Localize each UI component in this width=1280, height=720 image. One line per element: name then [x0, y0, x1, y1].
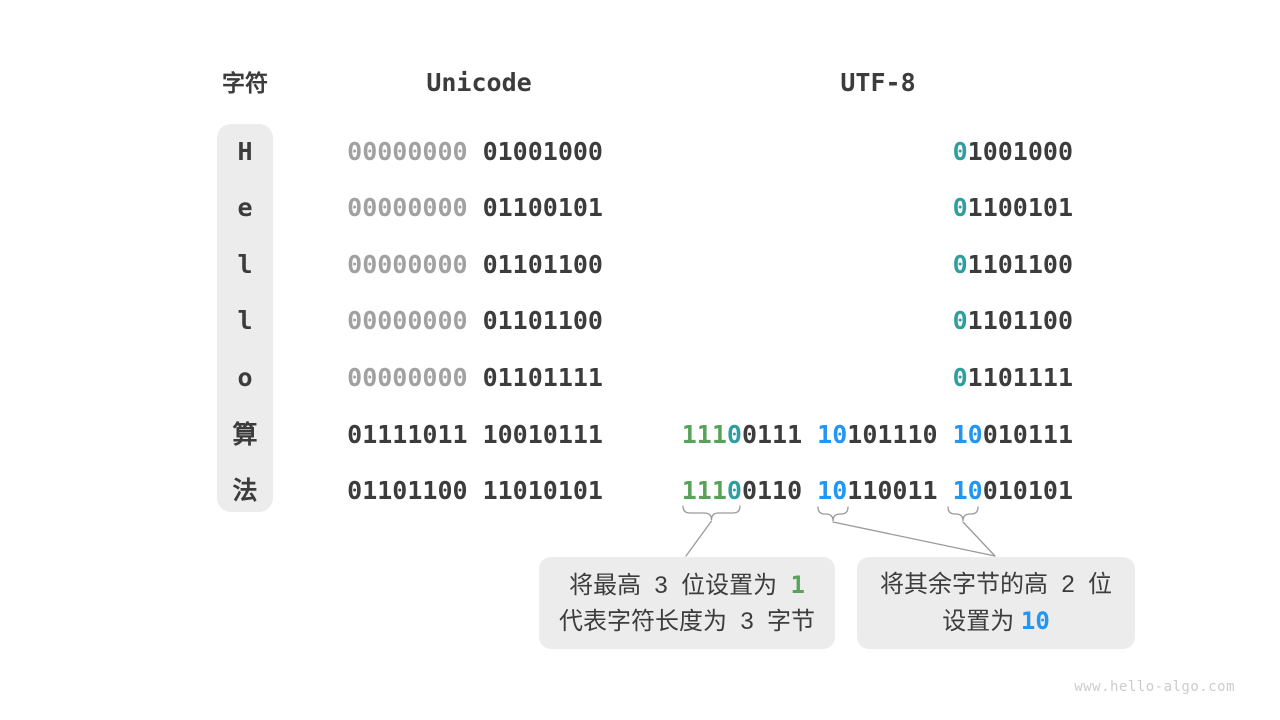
column-header-character: 字符 — [222, 70, 268, 96]
utf8-continuation-prefix: 10 — [952, 476, 983, 505]
unicode-high-byte: 00000000 — [347, 137, 468, 166]
underbrace-length-bits — [682, 505, 741, 521]
unicode-low-byte: 01101111 — [482, 363, 603, 392]
utf8-byte-1: 11100111 — [682, 420, 802, 450]
unicode-value: 00000000 01101111 — [347, 363, 603, 393]
unicode-low-byte: 01101100 — [482, 250, 603, 279]
utf8-data-bits: 101110 — [847, 420, 938, 449]
utf8-lead-bit: 0 — [952, 306, 968, 335]
callout-continuation-bits: 将其余字节的高 2 位 设置为 10 — [857, 557, 1135, 649]
unicode-low-byte: 10010111 — [482, 420, 603, 449]
highlight-one: 1 — [790, 571, 805, 599]
char-cell: 算 — [232, 420, 258, 449]
callout-line: 设置为 10 — [857, 603, 1135, 640]
char-cell: l — [237, 250, 253, 279]
utf8-terminator-bit: 0 — [726, 420, 742, 449]
unicode-low-byte: 01001000 — [482, 137, 603, 166]
utf8-lead-bit: 0 — [952, 363, 968, 392]
utf8-lead-bit: 0 — [952, 250, 968, 279]
unicode-low-byte: 11010101 — [482, 476, 603, 505]
utf8-byte: 01101100 — [953, 250, 1073, 280]
utf8-data-bits: 010101 — [982, 476, 1073, 505]
connector-line-mid — [832, 521, 996, 557]
utf8-length-bits: 111 — [681, 420, 727, 449]
unicode-low-byte: 01100101 — [482, 193, 603, 222]
utf8-value: 01001000 — [953, 137, 1073, 167]
unicode-high-byte: 01111011 — [347, 420, 468, 449]
char-cell: H — [237, 137, 253, 166]
unicode-value: 00000000 01001000 — [347, 137, 603, 167]
callout-text: 将其余字节的高 2 位 — [879, 571, 1113, 598]
character-column-box — [217, 124, 273, 512]
utf8-byte: 01101111 — [953, 363, 1073, 393]
utf8-byte: 01001000 — [953, 137, 1073, 167]
utf8-byte: 01100101 — [953, 193, 1073, 223]
connector-line-left — [685, 520, 713, 557]
utf8-data-bits: 1101100 — [967, 250, 1073, 279]
unicode-value: 00000000 01101100 — [347, 306, 603, 336]
unicode-high-byte: 01101100 — [347, 476, 468, 505]
unicode-high-byte: 00000000 — [347, 250, 468, 279]
unicode-high-byte: 00000000 — [347, 306, 468, 335]
utf8-lead-bit: 0 — [952, 193, 968, 222]
unicode-value: 01111011 10010111 — [347, 420, 603, 450]
utf8-terminator-bit: 0 — [726, 476, 742, 505]
callout-line: 代表字符长度为 3 字节 — [539, 604, 835, 640]
utf8-data-bits: 0111 — [741, 420, 803, 449]
utf8-byte-2: 10110011 — [817, 476, 937, 506]
utf8-data-bits: 1101100 — [967, 306, 1073, 335]
utf8-value: 01100101 — [953, 193, 1073, 223]
utf8-data-bits: 1100101 — [967, 193, 1073, 222]
unicode-high-byte: 00000000 — [347, 363, 468, 392]
utf8-data-bits: 1101111 — [967, 363, 1073, 392]
utf8-data-bits: 010111 — [982, 420, 1073, 449]
utf8-value: 01101100 — [953, 250, 1073, 280]
callout-text: 设置为 — [942, 608, 1021, 635]
watermark-url: www.hello-algo.com — [1074, 679, 1235, 695]
char-cell: e — [237, 193, 253, 222]
callout-text: 将最高 3 位设置为 — [569, 572, 791, 599]
char-cell: l — [237, 306, 253, 335]
utf8-byte-1: 11100110 — [682, 476, 802, 506]
utf8-value: 01101111 — [953, 363, 1073, 393]
callout-text: 代表字符长度为 3 字节 — [558, 608, 816, 635]
column-header-utf8: UTF-8 — [840, 68, 916, 97]
connector-line-right — [962, 521, 996, 557]
utf8-continuation-prefix: 10 — [817, 420, 848, 449]
utf8-byte-3: 10010101 — [953, 476, 1073, 506]
char-cell: 法 — [232, 476, 258, 505]
callout-line: 将最高 3 位设置为 1 — [539, 567, 835, 604]
utf8-byte-3: 10010111 — [953, 420, 1073, 450]
utf8-continuation-prefix: 10 — [817, 476, 848, 505]
utf8-lead-bit: 0 — [952, 137, 968, 166]
utf8-byte-2: 10101110 — [817, 420, 937, 450]
utf8-byte: 01101100 — [953, 306, 1073, 336]
unicode-high-byte: 00000000 — [347, 193, 468, 222]
utf8-length-bits: 111 — [681, 476, 727, 505]
unicode-value: 00000000 01101100 — [347, 250, 603, 280]
callout-high-bits: 将最高 3 位设置为 1 代表字符长度为 3 字节 — [539, 557, 835, 649]
utf8-data-bits: 110011 — [847, 476, 938, 505]
utf8-data-bits: 1001000 — [967, 137, 1073, 166]
column-header-unicode: Unicode — [426, 68, 532, 97]
utf8-continuation-prefix: 10 — [952, 420, 983, 449]
callout-line: 将其余字节的高 2 位 — [857, 567, 1135, 603]
utf8-value: 01101100 — [953, 306, 1073, 336]
unicode-value: 01101100 11010101 — [347, 476, 603, 506]
unicode-low-byte: 01101100 — [482, 306, 603, 335]
underbrace-continuation-1 — [817, 506, 849, 522]
highlight-ten: 10 — [1020, 607, 1050, 635]
unicode-value: 00000000 01100101 — [347, 193, 603, 223]
utf8-data-bits: 0110 — [741, 476, 803, 505]
underbrace-continuation-2 — [947, 506, 979, 522]
char-cell: o — [237, 363, 253, 392]
